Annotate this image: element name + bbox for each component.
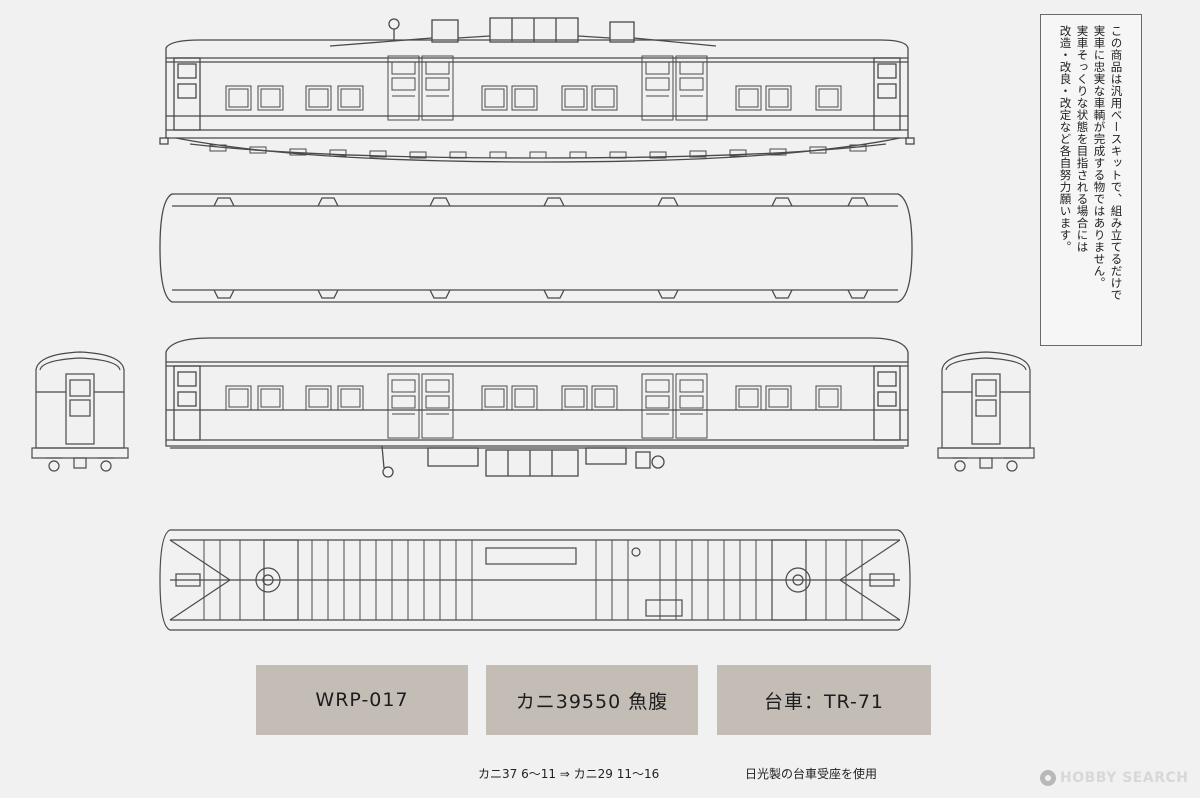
end-view-right (937, 351, 1035, 472)
underframe-view (159, 529, 911, 631)
roof-view (159, 193, 913, 303)
watermark-text: HOBBY SEARCH (1060, 770, 1189, 786)
product-code-label: WRP-017 (256, 665, 468, 735)
watermark: HOBBY SEARCH (1040, 770, 1188, 786)
notice-line: 実車そっくりな状態を目指される場合には (1075, 25, 1090, 253)
watermark-icon (1040, 770, 1056, 786)
bogie-seat-caption: 日光製の台車受座を使用 (745, 767, 878, 781)
notice-line: 改造・改良・改定など各自努力願います。 (1058, 25, 1073, 253)
side-view-top-windows (225, 55, 842, 121)
conversion-caption: カニ37 6～11 ⇒ カニ29 11～16 (478, 767, 660, 781)
bogie-label: 台車：TR-71 (717, 665, 931, 735)
notice-box: この商品は汎用ベースキットで、組み立てるだけで 実車に忠実な車輌が完成する物では… (1040, 14, 1142, 346)
notice-line: この商品は汎用ベースキットで、組み立てるだけで (1109, 25, 1124, 301)
car-type-label: カニ39550 魚腹 (486, 665, 698, 735)
side-view-top (159, 17, 915, 163)
side-view-top-ribs (209, 144, 867, 159)
side-view-middle-windows (225, 373, 842, 439)
notice-line: 実車に忠実な車輌が完成する物ではありません。 (1092, 25, 1107, 289)
end-view-left (31, 351, 129, 472)
side-view-middle (165, 337, 909, 478)
underframe-ribs (203, 540, 863, 620)
